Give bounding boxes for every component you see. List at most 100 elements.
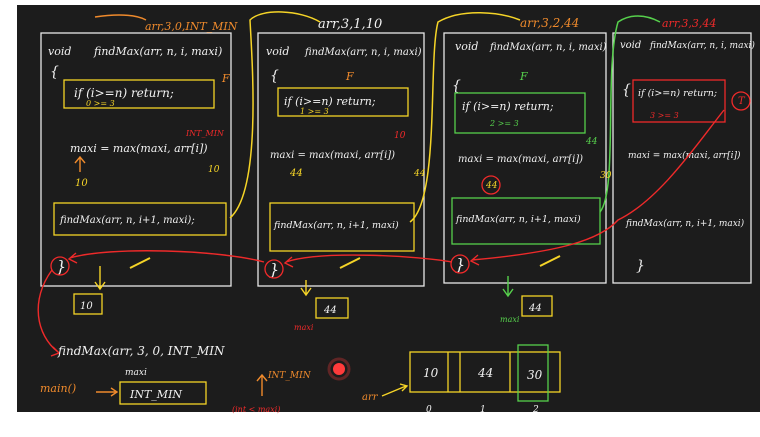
int-min-box bbox=[119, 381, 207, 405]
frame2-void: void bbox=[266, 45, 289, 58]
frame2-down-arrow bbox=[300, 280, 312, 297]
frame2-result: 44 bbox=[289, 168, 303, 179]
return-arrow-3-to-2 bbox=[283, 254, 453, 268]
arr-label: arr bbox=[362, 392, 379, 403]
frame4-if-line: if (i>=n) return; bbox=[638, 88, 717, 99]
frame2-recurse: findMax(arr, n, i+1, maxi) bbox=[273, 220, 399, 231]
call-label-4: arr,3,3,44 bbox=[662, 17, 716, 30]
frame2-open-brace: { bbox=[270, 68, 279, 84]
array-highlight-2 bbox=[517, 344, 549, 402]
frame3-down-arrow bbox=[502, 276, 514, 298]
frame4-cond-circle bbox=[731, 91, 751, 111]
array-cell-1: 44 bbox=[477, 366, 493, 380]
frame2-recurse-box bbox=[269, 202, 415, 252]
frame1-recurse-box bbox=[53, 202, 227, 236]
array-index-0: 0 bbox=[426, 405, 432, 415]
frame1-void: void bbox=[48, 45, 71, 58]
call-label-2: arr,3,1,10 bbox=[318, 17, 382, 32]
frame4-cond-result: T bbox=[738, 96, 746, 107]
frame3-maxi-line: maxi = max(maxi, arr[i]) bbox=[458, 154, 583, 165]
frame4-maxi-line: maxi = max(maxi, arr[i]) bbox=[628, 150, 741, 161]
array-index-2: 2 bbox=[532, 405, 539, 415]
decorative-dash-2 bbox=[339, 257, 361, 269]
frame1-ret-box bbox=[73, 293, 103, 315]
frame3-close-brace: } bbox=[455, 255, 465, 274]
frame1-result: 10 bbox=[75, 178, 88, 189]
frame1-recurse: findMax(arr, n, i+1, maxi); bbox=[59, 215, 195, 226]
frame4-recurse: findMax(arr, n, i+1, maxi) bbox=[625, 218, 745, 229]
call-label-1: arr,3,0,INT_MIN bbox=[145, 20, 238, 33]
frame3-ret-label: maxi bbox=[500, 315, 520, 324]
return-arrow-main bbox=[37, 269, 61, 357]
frame-box-2 bbox=[257, 32, 425, 287]
frame3-if-line: if (i>=n) return; bbox=[462, 100, 554, 113]
call-arrow-0 bbox=[94, 14, 147, 21]
frame3-ret-value: 44 bbox=[528, 303, 542, 314]
frame4-open-brace: { bbox=[622, 82, 631, 98]
array-cell-0: 10 bbox=[423, 366, 439, 380]
pointer-dot bbox=[333, 363, 345, 375]
frame3-note-maxi: 44 bbox=[585, 137, 598, 147]
frame3-cond: 2 >= 3 bbox=[489, 119, 519, 128]
frame1-close-brace: } bbox=[56, 257, 66, 276]
int-min-arrow bbox=[256, 373, 268, 396]
call-arrow-2 bbox=[409, 12, 521, 223]
frame3-result: 44 bbox=[485, 181, 498, 191]
frame3-result-circle bbox=[481, 175, 501, 195]
frame1-close-brace-circle bbox=[50, 256, 70, 276]
array-index-1: 1 bbox=[480, 405, 486, 415]
return-arrow-2-to-1 bbox=[67, 250, 265, 264]
frame3-close-brace-circle bbox=[450, 254, 470, 274]
frame2-ret-label: maxi bbox=[294, 323, 314, 332]
arr-arrow bbox=[381, 383, 409, 397]
maxi-label: maxi bbox=[125, 368, 147, 378]
return-arrow-4-to-3 bbox=[469, 109, 725, 266]
frame2-ret-value: 44 bbox=[323, 305, 337, 316]
frame2-close-brace-circle bbox=[264, 259, 284, 279]
call-arrow-1 bbox=[229, 11, 321, 219]
frame4-close-brace: } bbox=[636, 258, 645, 274]
int-min-mark: INT_MIN bbox=[267, 371, 312, 381]
int-lt-maxi: (int < maxi) bbox=[232, 405, 280, 414]
frame3-note-arr: 30 bbox=[600, 171, 612, 181]
frame3-void: void bbox=[455, 40, 478, 53]
frame2-signature: findMax(arr, n, i, maxi) bbox=[304, 47, 422, 58]
frame-box-1 bbox=[40, 32, 232, 287]
frame1-cond-result: F bbox=[221, 72, 230, 85]
array-cell-2: 30 bbox=[527, 368, 543, 382]
decorative-dash-3 bbox=[539, 255, 561, 267]
frame4-cond: 3 >= 3 bbox=[650, 111, 679, 120]
frame1-ret-value: 10 bbox=[80, 301, 93, 312]
main-label: main() bbox=[40, 382, 76, 395]
frame3-open-brace: { bbox=[452, 78, 461, 94]
frame2-note-arr: 44 bbox=[413, 169, 426, 179]
frame3-ret-box bbox=[521, 295, 553, 317]
frame1-if-line: if (i>=n) return; bbox=[74, 86, 174, 100]
call-arrow-3 bbox=[599, 15, 661, 213]
frame4-void: void bbox=[620, 40, 641, 51]
frame2-cond-result: F bbox=[345, 70, 354, 83]
frame2-if-line: if (i>=n) return; bbox=[284, 95, 376, 108]
pointer-dot-glow bbox=[327, 357, 351, 381]
frame1-signature: findMax(arr, n, i, maxi) bbox=[93, 45, 222, 58]
frame3-recurse-box bbox=[451, 197, 601, 245]
frame3-cond-result: F bbox=[519, 70, 528, 83]
frame2-if-box bbox=[277, 87, 409, 117]
frame3-signature: findMax(arr, n, i, maxi) bbox=[489, 42, 607, 53]
decorative-dash-1 bbox=[129, 257, 151, 269]
frame1-cond: 0 >= 3 bbox=[86, 99, 115, 108]
frame-box-3 bbox=[443, 32, 607, 284]
frame-box-4 bbox=[612, 32, 752, 284]
frame1-open-brace: { bbox=[50, 64, 59, 80]
int-min-box-text: INT_MIN bbox=[129, 388, 182, 401]
frame1-if-box bbox=[63, 79, 215, 109]
frame3-if-box bbox=[454, 92, 586, 134]
frame3-recurse: findMax(arr, n, i+1, maxi) bbox=[455, 214, 581, 225]
call-label-3: arr,3,2,44 bbox=[520, 16, 579, 30]
main-arrow bbox=[96, 387, 119, 397]
frame1-note-arr: 10 bbox=[208, 165, 220, 175]
frame1-note-maxi: INT_MIN bbox=[185, 129, 225, 138]
array-box bbox=[409, 351, 561, 393]
frame4-signature: findMax(arr, n, i, maxi) bbox=[649, 40, 755, 51]
